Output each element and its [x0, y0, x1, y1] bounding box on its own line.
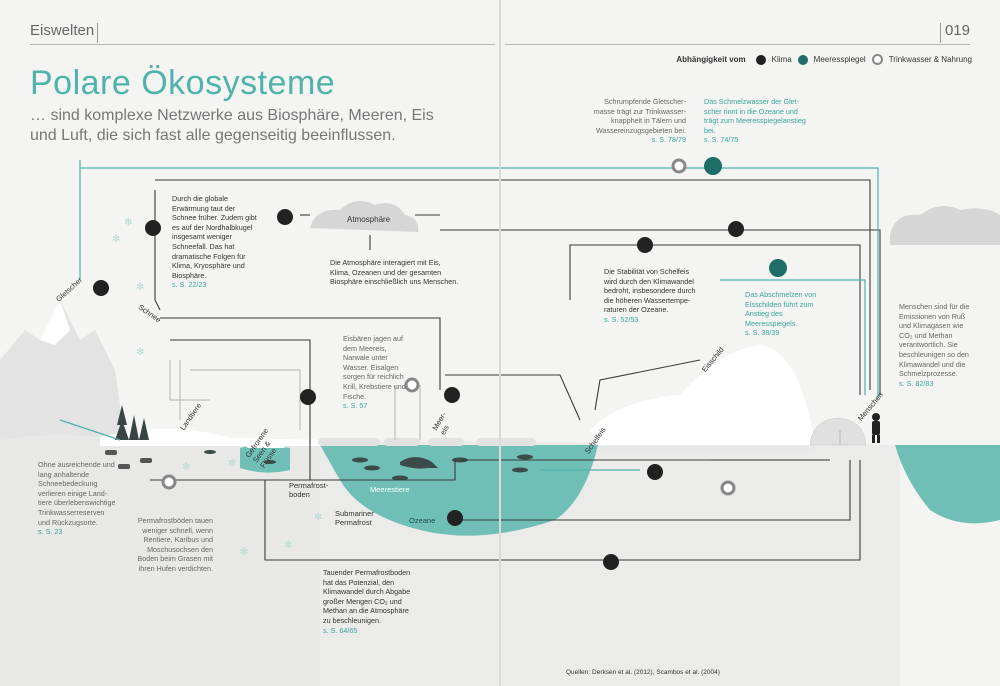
sea-ice-floe — [384, 438, 420, 446]
text-snow-ref: s. S. 22/23 — [172, 280, 207, 290]
svg-text:✻: ✻ — [314, 512, 322, 523]
frozen-lake — [240, 445, 290, 473]
text-landanimals-ref: s. S. 23 — [38, 527, 63, 537]
label-submarin: Submariner Permafrost — [335, 509, 374, 527]
svg-text:✻: ✻ — [136, 347, 144, 358]
connection-lines-teal — [59, 160, 879, 471]
text-glacier: Schrumpfende Gletscher­masse trägt zur T… — [590, 97, 686, 145]
text-meltwater: Das Schmelzwasser der Glet­scher rinnt i… — [704, 97, 812, 145]
trinkwasser-node-icons — [161, 158, 736, 496]
ocean-shape — [320, 445, 598, 536]
tree-icons — [115, 405, 149, 440]
sea-ice-floe — [428, 438, 464, 446]
label-atmosphaere: Atmosphäre — [347, 215, 391, 224]
svg-text:✻: ✻ — [228, 458, 236, 469]
text-glacier-ref: s. S. 78/79 — [651, 135, 686, 145]
text-shelf: Die Stabilität von Schelf­eis wird durch… — [604, 267, 698, 325]
mountain-snow — [40, 300, 70, 345]
section-title: Eiswelten — [30, 22, 95, 39]
text-landanimals-body: Ohne ausreichende und lang anhaltende Sc… — [38, 460, 116, 527]
page-gutter — [499, 0, 501, 686]
text-snow-body: Durch die globale Erwärmung taut der Sch… — [172, 194, 257, 280]
mountain-shape — [0, 300, 125, 440]
shelf-ice-edge — [598, 445, 815, 452]
meeresspiegel-node-icons — [704, 157, 787, 277]
legend-item-klima: Klima — [771, 55, 792, 64]
cloud-atmosphere — [310, 201, 419, 232]
text-shelf-body: Die Stabilität von Schelf­eis wird durch… — [604, 267, 696, 315]
narwhal-icon — [400, 457, 438, 469]
cloud-right — [890, 206, 1000, 245]
text-permafrost: Permafrostböden tauen weniger schnell, w… — [137, 516, 213, 573]
svg-text:✻: ✻ — [112, 234, 120, 245]
text-humans-ref: s. S. 82/83 — [899, 378, 934, 388]
connection-lines-dark — [150, 179, 881, 561]
page-number: 019 — [944, 22, 970, 39]
svg-text:✻: ✻ — [136, 282, 144, 293]
sources: Quellen: Derksen et al. (2012), Scambos … — [566, 669, 720, 676]
svg-text:✻: ✻ — [240, 547, 248, 558]
header-divider — [940, 23, 941, 43]
header-rule-right — [505, 44, 970, 45]
text-icesheet-body: Das Abschmelzen von Eisschilden führt zu… — [745, 290, 817, 328]
legend-item-meeresspiegel: Meeresspiegel — [813, 55, 866, 64]
header-divider — [97, 23, 98, 43]
text-thawing: Tauender Permafrostbo­den hat das Potenz… — [323, 568, 417, 635]
text-shelf-ref: s. S. 52/53 — [604, 314, 639, 324]
text-icesheet: Das Abschmelzen von Eisschilden führt zu… — [745, 290, 817, 338]
sea-ice-floe — [476, 438, 536, 446]
page-title: Polare Ökosysteme — [30, 64, 336, 102]
svg-text:✻: ✻ — [284, 540, 292, 551]
text-thawing-body: Tauender Permafrostbo­den hat das Potenz… — [323, 568, 411, 625]
legend-item-trinkwasser: Trinkwasser & Nahrung — [888, 55, 972, 64]
arctic-ocean-right — [895, 445, 1000, 686]
header-rule-left — [30, 44, 495, 45]
text-glacier-body: Schrumpfende Gletscher­masse trägt zur T… — [593, 97, 686, 135]
page-subtitle: … sind komplexe Netzwerke aus Biosphäre,… — [30, 107, 434, 144]
igloo-icon — [809, 417, 867, 446]
text-humans-body: Menschen sind für die Emissi­onen von Ru… — [899, 302, 970, 379]
text-meltwater-body: Das Schmelzwasser der Glet­scher rinnt i… — [704, 97, 806, 135]
legend-title: Abhängigkeit vom — [676, 55, 746, 64]
text-meltwater-ref: s. S. 74/75 — [704, 135, 739, 145]
text-atmosphere: Die Atmosphäre interagiert mit Eis, Klim… — [330, 258, 459, 287]
text-polarbear: Eisbären jagen auf dem Meer­eis, Narwale… — [343, 334, 407, 411]
reindeer-icons — [105, 450, 152, 469]
sea-ice-floe — [318, 438, 380, 446]
ice-sheet-shape — [590, 345, 815, 445]
ground-left — [0, 435, 320, 686]
label-ozeane: Ozeane — [409, 516, 436, 525]
lake-ice — [246, 440, 286, 448]
text-thawing-ref: s. S. 64/65 — [323, 625, 358, 635]
trinkwasser-icon — [871, 54, 883, 65]
person-icon — [872, 413, 880, 443]
meeresspiegel-icon — [797, 54, 808, 65]
text-humans: Menschen sind für die Emissi­onen von Ru… — [899, 302, 977, 388]
text-landanimals: Ohne ausreichende und lang anhaltende Sc… — [38, 460, 118, 537]
text-polarbear-body: Eisbären jagen auf dem Meer­eis, Narwale… — [343, 334, 406, 401]
text-snow: Durch die globale Erwärmung taut der Sch… — [172, 194, 258, 290]
text-polarbear-ref: s. S. 57 — [343, 401, 368, 411]
legend: Abhängigkeit vom Klima Meeresspiegel Tri… — [676, 54, 972, 65]
svg-text:✻: ✻ — [182, 462, 190, 473]
label-meerestiere: Meerestiere — [370, 485, 410, 494]
svg-text:✻: ✻ — [124, 217, 132, 228]
klima-icon — [755, 54, 766, 65]
label-permafrostboden: Permafrost­boden — [289, 481, 329, 499]
klima-node-icons — [93, 209, 744, 570]
snowflake-icons: ✻ ✻ ✻ ✻ ✻ ✻ ✻ ✻ ✻ — [112, 217, 322, 558]
text-icesheet-ref: s. S. 38/39 — [745, 328, 780, 338]
